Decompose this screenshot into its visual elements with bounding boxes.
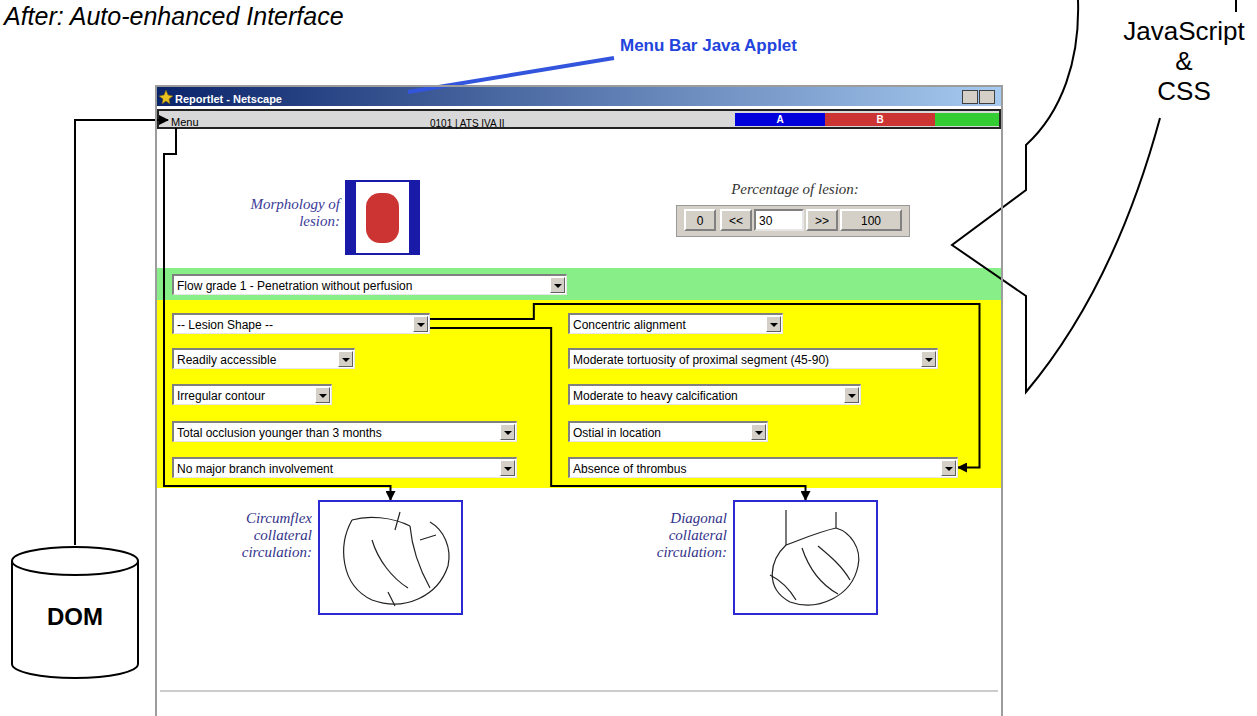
- dropdown-button: [550, 277, 565, 293]
- label-text: 0101 | ATS IVA II: [430, 118, 505, 129]
- dropdown-button: [766, 316, 781, 332]
- dropdown-arrow: [319, 394, 327, 398]
- image-panel: Circumflex collateral circulation:: [200, 500, 463, 615]
- node-text: JavaScript & CSS: [1118, 16, 1250, 106]
- dropdown-button: [500, 460, 515, 476]
- browser-window: Reportlet - NetscapeMenuFlow grade 1 - P…: [155, 85, 1003, 716]
- segment-label: B: [825, 113, 935, 126]
- node-text: Moderate tortuosity of proximal segment …: [570, 351, 829, 369]
- node-text: Circumflex collateral circulation:: [200, 500, 312, 561]
- window-button: [962, 90, 978, 104]
- dropdown-arrow: [945, 467, 953, 471]
- image-frame: [318, 500, 463, 615]
- label-text: Morphology of lesion:: [240, 196, 340, 230]
- label-text: >>: [815, 214, 829, 228]
- label-text: <<: [729, 214, 743, 228]
- image-panel: Diagonal collateral circulation:: [627, 500, 878, 615]
- speech-bubble: [952, 0, 1160, 392]
- netscape-icon: [159, 90, 173, 104]
- dropdown-box: Ostial in location: [568, 421, 768, 442]
- node-text: Ostial in location: [570, 424, 661, 442]
- morphology-icon: [345, 180, 420, 255]
- separator-line: [160, 690, 998, 692]
- image-frame: [733, 500, 878, 615]
- label-text: 30: [759, 214, 772, 228]
- spin-button: <<: [720, 209, 752, 231]
- node-text: Flow grade 1 - Penetration without perfu…: [174, 277, 412, 295]
- dropdown-button: [941, 460, 956, 476]
- dropdown-button: [500, 424, 515, 440]
- node-text: Total occlusion younger than 3 months: [174, 424, 382, 442]
- spin-button: 0: [684, 209, 716, 231]
- node-text: -- Lesion Shape --: [174, 316, 273, 334]
- label-text: B: [825, 113, 935, 126]
- node-text: Absence of thrombus: [570, 460, 686, 478]
- dropdown-button: [921, 351, 936, 367]
- database-cylinder: DOM: [10, 545, 140, 680]
- dropdown-button: [315, 387, 330, 403]
- node-text: Concentric alignment: [570, 316, 686, 334]
- green-segment: [935, 113, 999, 126]
- dropdown-arrow: [417, 323, 425, 327]
- node-text: Menu: [171, 116, 199, 128]
- menu-item: Menu: [168, 112, 202, 128]
- dropdown-arrow: [504, 431, 512, 435]
- value-field: 30: [754, 209, 804, 231]
- dropdown-button: [751, 424, 766, 440]
- node-text: Readily accessible: [174, 351, 276, 369]
- label-text: 100: [861, 214, 881, 228]
- window-button: [979, 90, 995, 104]
- dropdown-arrow: [770, 323, 778, 327]
- dropdown-box: Moderate tortuosity of proximal segment …: [568, 348, 938, 369]
- dropdown-button: [413, 316, 428, 332]
- segment-label: A: [735, 113, 825, 126]
- bubble-tail: [1235, 0, 1237, 12]
- node-text: No major branch involvement: [174, 460, 333, 478]
- callout-bubble: JavaScript & CSS: [1118, 16, 1250, 106]
- node-text: Diagonal collateral circulation:: [627, 500, 727, 561]
- record-id: 0101 | ATS IVA II: [430, 113, 505, 131]
- label-text: Menu Bar Java Applet: [620, 36, 797, 55]
- label-text: Percentage of lesion:: [680, 181, 910, 198]
- dropdown-box: No major branch involvement: [172, 457, 517, 478]
- diagram-title: After: Auto-enhanced Interface: [4, 2, 344, 31]
- dropdown-arrow: [554, 284, 562, 288]
- node-text: Reportlet - Netscape: [175, 92, 282, 106]
- dropdown-box: -- Lesion Shape --: [172, 313, 430, 334]
- dropdown-button: [338, 351, 353, 367]
- dropdown-box: Flow grade 1 - Penetration without perfu…: [172, 274, 567, 295]
- dropdown-button: [844, 387, 859, 403]
- node-text: Moderate to heavy calcification: [570, 387, 738, 405]
- dropdown-box: Readily accessible: [172, 348, 355, 369]
- spin-button: >>: [806, 209, 838, 231]
- label-text: A: [735, 113, 825, 126]
- node-text: DOM: [10, 545, 140, 631]
- dropdown-box: Moderate to heavy calcification: [568, 384, 861, 405]
- spin-button: 100: [840, 209, 902, 231]
- dropdown-arrow: [504, 467, 512, 471]
- title-bar: [157, 87, 1001, 106]
- dropdown-arrow: [925, 358, 933, 362]
- dropdown-arrow: [342, 358, 350, 362]
- node-text: Irregular contour: [174, 387, 265, 405]
- dropdown-box: Concentric alignment: [568, 313, 783, 334]
- heart-sketch: [344, 512, 449, 606]
- field-caption: Morphology of lesion:: [240, 196, 340, 230]
- dropdown-box: Total occlusion younger than 3 months: [172, 421, 517, 442]
- callout-label: Menu Bar Java Applet: [620, 36, 797, 56]
- dropdown-arrow: [755, 431, 763, 435]
- dropdown-arrow: [848, 394, 856, 398]
- dropdown-box: Absence of thrombus: [568, 457, 958, 478]
- dropdown-box: Irregular contour: [172, 384, 332, 405]
- heart-sketch: [770, 510, 859, 605]
- label-text: 0: [697, 214, 704, 228]
- field-caption: Percentage of lesion:: [680, 181, 910, 198]
